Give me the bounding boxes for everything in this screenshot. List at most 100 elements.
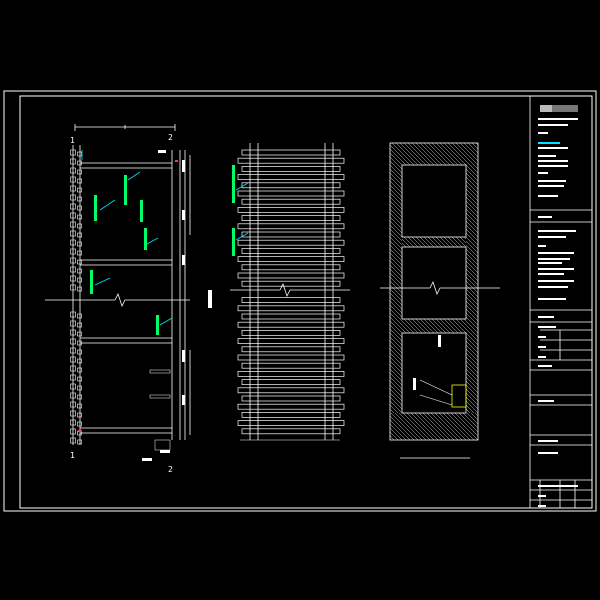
rail-studs bbox=[70, 149, 82, 445]
hatch-line bbox=[435, 236, 447, 248]
hatch-line bbox=[458, 412, 479, 433]
rail-stud bbox=[77, 160, 82, 166]
hatch-line bbox=[463, 236, 467, 240]
hatch-line bbox=[389, 415, 415, 441]
hatch-line bbox=[389, 324, 403, 338]
hatch-line bbox=[389, 188, 403, 202]
title-block-text bbox=[538, 118, 578, 120]
hatch-line bbox=[389, 304, 403, 318]
hatch-line bbox=[418, 412, 447, 441]
rail-stud bbox=[70, 374, 76, 381]
hatch-line bbox=[465, 340, 479, 354]
hatch-line bbox=[389, 204, 403, 218]
rail-stud bbox=[70, 428, 76, 435]
hatch-line bbox=[389, 176, 403, 190]
hatch-line bbox=[389, 396, 403, 410]
hatch-line bbox=[395, 142, 419, 166]
hatch-line bbox=[465, 220, 479, 234]
hatch-line bbox=[474, 412, 479, 417]
hatch-line bbox=[389, 192, 403, 206]
hatch-line bbox=[389, 328, 403, 342]
hatch-line bbox=[427, 142, 451, 166]
hatch-line bbox=[422, 412, 451, 441]
title-block-text bbox=[538, 160, 568, 162]
hatch-line bbox=[389, 240, 403, 254]
rail-stud bbox=[70, 257, 76, 264]
hatch-line bbox=[414, 412, 443, 441]
hatch-line bbox=[389, 184, 403, 198]
ladder-rung bbox=[237, 223, 345, 230]
hatch-line bbox=[443, 142, 467, 166]
rail-stud bbox=[70, 437, 76, 444]
hatch-line bbox=[463, 142, 479, 158]
ladder-rung bbox=[241, 280, 341, 287]
ladder-rung bbox=[241, 379, 341, 385]
hatch-line bbox=[389, 156, 399, 166]
hatch-line bbox=[389, 252, 403, 266]
hatch-line bbox=[389, 144, 411, 166]
hatch-line bbox=[465, 372, 479, 386]
ladder-rung bbox=[241, 412, 341, 418]
hatch-line bbox=[465, 356, 479, 370]
hatch-line bbox=[389, 392, 403, 406]
hatch-line bbox=[411, 142, 435, 166]
wall-hatching bbox=[389, 142, 479, 441]
hatch-line bbox=[465, 388, 479, 402]
hatch-line bbox=[389, 276, 403, 290]
hatch-line bbox=[391, 142, 415, 166]
hatch-line bbox=[465, 200, 479, 214]
hatch-line bbox=[465, 176, 479, 190]
rail-stud bbox=[77, 349, 82, 355]
hatch-line bbox=[389, 344, 403, 358]
rail-stud bbox=[77, 313, 82, 319]
hatch-line bbox=[465, 164, 479, 178]
hatch-line bbox=[431, 318, 447, 334]
rail-stud bbox=[70, 203, 76, 210]
hatch-line bbox=[389, 423, 407, 441]
rail-stud bbox=[77, 412, 82, 418]
ladder-rung bbox=[241, 313, 341, 320]
hatch-line bbox=[431, 236, 443, 248]
rail-stud bbox=[77, 214, 82, 220]
hatch-line bbox=[403, 318, 419, 334]
hatch-line bbox=[393, 164, 403, 174]
hatch-line bbox=[435, 318, 451, 334]
ladder-rung bbox=[237, 272, 345, 279]
hatch-line bbox=[389, 368, 403, 382]
hatch-line bbox=[402, 412, 431, 441]
rail-stud bbox=[77, 259, 82, 265]
center-label bbox=[208, 290, 212, 308]
rail-stud bbox=[77, 331, 82, 337]
hatch-line bbox=[389, 284, 403, 298]
hatch-line bbox=[389, 244, 403, 258]
hatch-line bbox=[389, 400, 403, 414]
title-block-text bbox=[538, 336, 546, 338]
rail-stud bbox=[70, 329, 76, 336]
hatch-line bbox=[465, 180, 479, 194]
hatch-line bbox=[463, 318, 467, 322]
hatch-line bbox=[455, 142, 479, 166]
hatch-line bbox=[465, 172, 479, 186]
rail-stud bbox=[77, 286, 82, 292]
hatch-line bbox=[465, 204, 479, 218]
hatch-line bbox=[459, 318, 467, 326]
hatch-line bbox=[465, 212, 479, 226]
hatch-line bbox=[389, 364, 403, 378]
rail-stud bbox=[77, 232, 82, 238]
hatch-line bbox=[401, 324, 411, 334]
rail-stud bbox=[70, 266, 76, 273]
hatch-line bbox=[465, 252, 479, 266]
ladder-rung bbox=[237, 157, 345, 164]
ladder-rung bbox=[237, 174, 345, 180]
hatch-line bbox=[389, 340, 403, 354]
hatch-line bbox=[389, 312, 403, 326]
hatch-line bbox=[465, 400, 479, 414]
hatch-line bbox=[447, 142, 471, 166]
hatch-line bbox=[389, 360, 403, 374]
hatch-line bbox=[430, 412, 459, 441]
rail-stud bbox=[70, 185, 76, 192]
title-block-text bbox=[538, 245, 546, 247]
rail-stud bbox=[77, 421, 82, 427]
section-mark-1-top: 1 bbox=[70, 136, 75, 145]
hatch-line bbox=[389, 431, 399, 441]
